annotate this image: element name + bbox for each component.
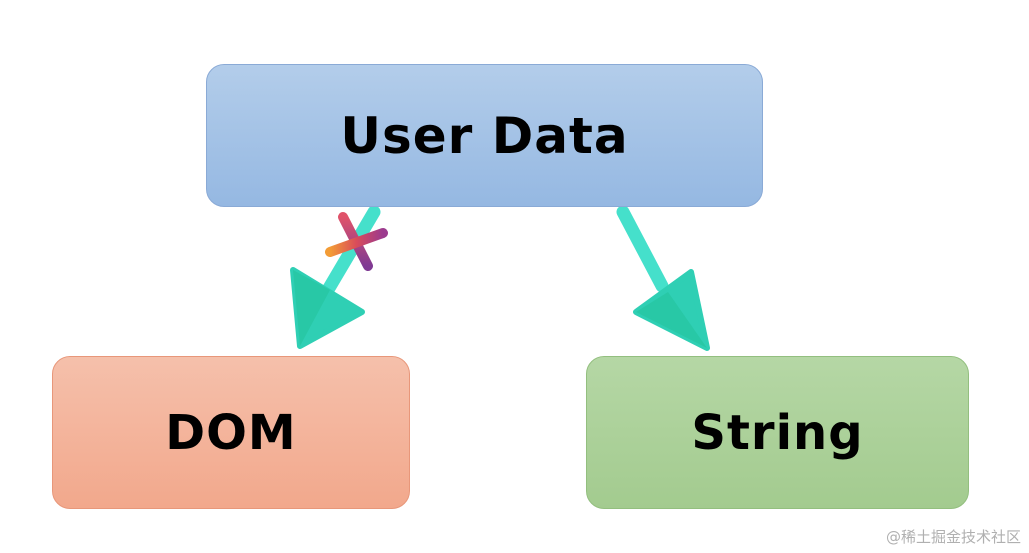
- user-data-label: User Data: [340, 106, 629, 165]
- string-node: String: [586, 356, 969, 509]
- string-label: String: [691, 404, 864, 461]
- user-data-node: User Data: [206, 64, 763, 207]
- blocked-cross-icon: [325, 212, 388, 271]
- arrow-user-data-to-dom: [290, 205, 381, 349]
- watermark: @稀土掘金技术社区: [885, 528, 1021, 546]
- dom-node: DOM: [52, 356, 410, 509]
- arrow-user-data-to-string: [616, 205, 710, 351]
- dom-label: DOM: [165, 404, 297, 461]
